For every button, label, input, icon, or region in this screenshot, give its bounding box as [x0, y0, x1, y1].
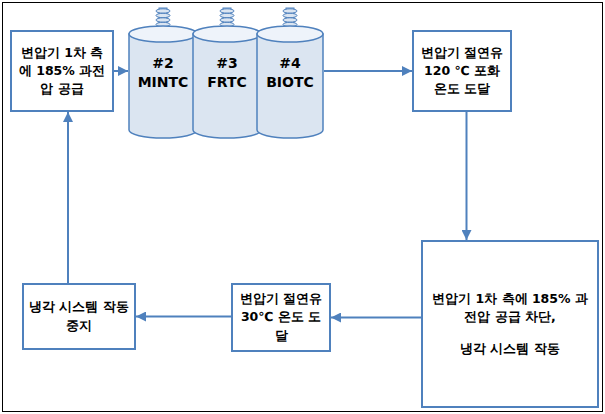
- bushing-coil: [283, 9, 297, 13]
- flow-arrow: [114, 70, 128, 72]
- flow-arrow: [67, 112, 69, 283]
- step-text: 변압기 1차 측에 185% 과전압 공급: [17, 44, 107, 98]
- tank-label: #2 MINTC: [128, 54, 198, 92]
- step-text: 냉각 시스템 작동 중지: [29, 298, 129, 334]
- tank-top: [129, 26, 197, 42]
- flow-arrow: [136, 316, 231, 318]
- bushing-coil: [156, 18, 170, 22]
- step-text: 변압기 절연유 120 ℃ 포화 온도 도달: [419, 44, 505, 98]
- process-box: 변압기 1차 측에 185% 과전압 공급: [10, 30, 114, 112]
- tank-label: #4 BIOTC: [256, 54, 324, 92]
- bushing-coil: [220, 18, 234, 22]
- tank-top: [257, 26, 323, 42]
- flow-arrow: [331, 317, 421, 319]
- bushing-coil: [220, 13, 234, 17]
- flow-arrow: [466, 112, 468, 240]
- bushing-coil: [283, 13, 297, 17]
- flow-arrow: [324, 70, 412, 72]
- tank-label: #3 FRTC: [192, 54, 262, 92]
- step-text: 냉각 시스템 작동: [460, 340, 560, 358]
- tank-top: [193, 26, 261, 42]
- transformer-tank: #2 MINTC: [128, 4, 198, 138]
- process-box: 변압기 절연유 30℃ 온도 도달: [231, 283, 331, 352]
- step-text: 변압기 절연유 30℃ 온도 도달: [238, 290, 324, 344]
- outer-frame: [3, 3, 603, 412]
- process-box: 변압기 절연유 120 ℃ 포화 온도 도달: [412, 30, 512, 112]
- transformer-tank: #3 FRTC: [192, 4, 262, 138]
- tank-body: [193, 34, 261, 138]
- tank-body: [129, 34, 197, 138]
- tank-body: [257, 34, 323, 138]
- bushing-coil: [156, 13, 170, 17]
- bushing-coil: [156, 9, 170, 13]
- step-text: 변압기 1차 측에 185% 과전압 공급 차단,: [428, 290, 592, 326]
- process-box: 변압기 1차 측에 185% 과전압 공급 차단, 냉각 시스템 작동: [421, 240, 599, 408]
- bushing-coil: [220, 9, 234, 13]
- transformer-tank: #4 BIOTC: [256, 4, 324, 138]
- bushing-coil: [283, 18, 297, 22]
- process-box: 냉각 시스템 작동 중지: [22, 283, 136, 350]
